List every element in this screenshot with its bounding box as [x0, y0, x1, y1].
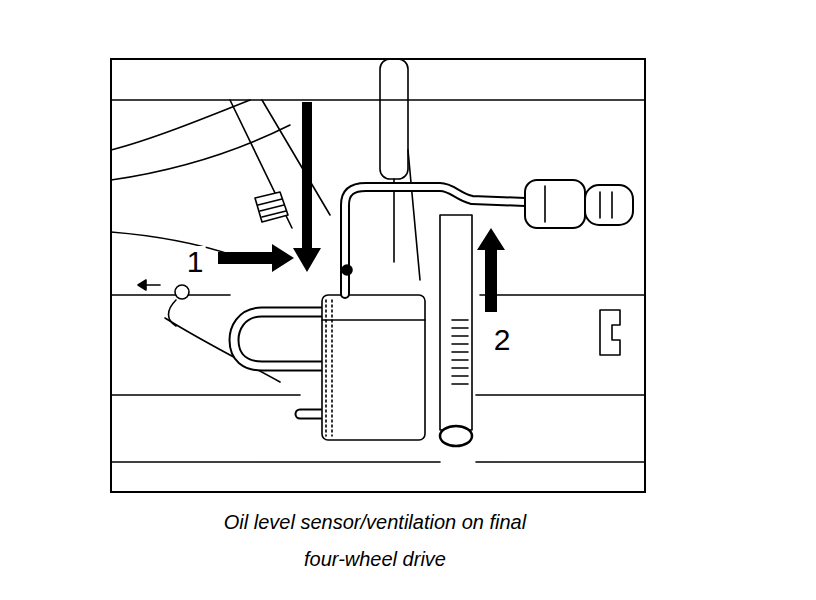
- hose-end: [440, 426, 472, 446]
- bolt: [342, 265, 352, 275]
- bracket: [255, 192, 288, 222]
- frame-curve: [111, 232, 235, 256]
- body-edge: [111, 461, 440, 463]
- hook: [169, 300, 177, 326]
- bracket-hatch: [258, 199, 286, 217]
- direction-arrow-head: [138, 280, 146, 290]
- hose-clamp: [452, 320, 468, 384]
- callout-number: 1: [185, 246, 206, 278]
- illustration-group: [111, 59, 645, 462]
- body-edge: [476, 461, 645, 463]
- body-edge: [476, 394, 645, 396]
- frame-curve: [111, 100, 250, 150]
- connector-detail: [545, 186, 612, 222]
- picture-frame: [111, 59, 645, 492]
- electrical-connector: [525, 180, 585, 228]
- housing-seam: [322, 319, 425, 321]
- body-cutout: [600, 310, 620, 355]
- pointer-arrow: [293, 102, 321, 272]
- brake-line-body: [380, 59, 408, 179]
- vent-pipe-outer: [234, 312, 322, 366]
- sensor-housing: [322, 295, 425, 440]
- body-edge: [111, 99, 645, 101]
- frame-curve: [165, 318, 280, 382]
- vent-hose: [440, 215, 472, 430]
- callout-number: 2: [492, 324, 513, 356]
- pointer-arrow: [477, 228, 505, 312]
- bolt: [175, 285, 189, 299]
- frame-curve: [111, 125, 290, 180]
- pointer-arrow: [218, 244, 294, 272]
- brake-line: [408, 150, 420, 280]
- figure-caption: Oil level sensor/ventilation on final fo…: [205, 504, 545, 578]
- strut: [230, 100, 292, 228]
- vent-pipe-inner: [234, 312, 322, 366]
- connector-plug: [585, 185, 633, 225]
- body-edge: [111, 394, 300, 396]
- body-edge: [480, 294, 645, 296]
- body-edge: [111, 294, 230, 296]
